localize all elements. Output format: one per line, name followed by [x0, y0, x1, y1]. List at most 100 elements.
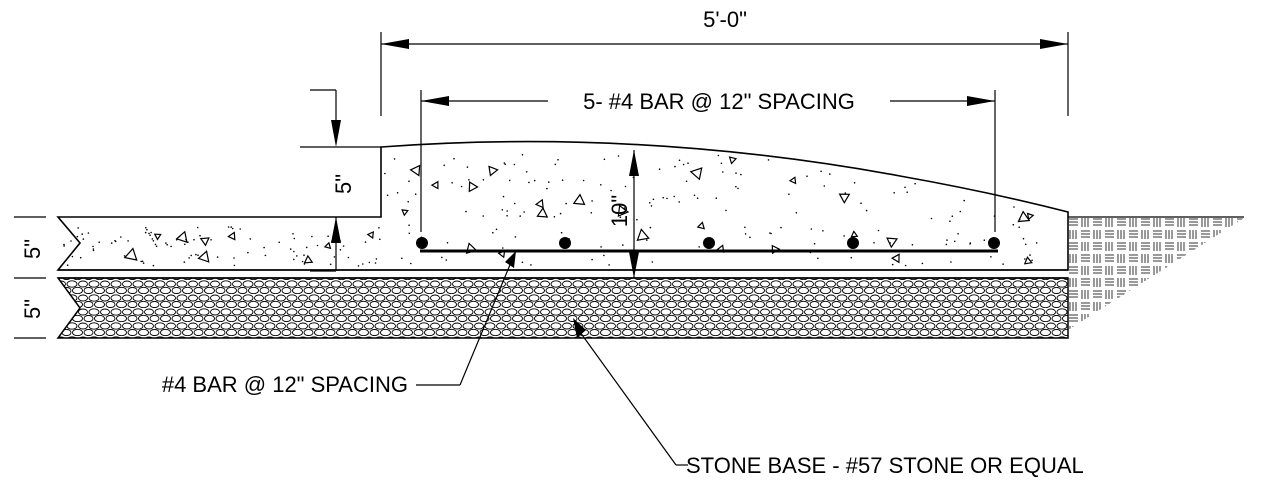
- aggregate-triangle: [890, 253, 900, 264]
- stipple-dot: [770, 232, 772, 235]
- stipple-dot: [87, 232, 90, 234]
- stipple-dot: [519, 215, 521, 217]
- stipple-dot: [548, 181, 550, 183]
- stipple-dot: [893, 192, 895, 194]
- stipple-dot: [523, 211, 525, 213]
- stipple-dot: [501, 209, 504, 211]
- stipple-dot: [82, 238, 85, 240]
- stipple-dot: [767, 159, 770, 161]
- aggregate-triangle: [409, 164, 421, 177]
- stipple-dot: [502, 195, 505, 198]
- stipple-dot: [293, 250, 295, 253]
- stipple-dot: [636, 218, 638, 221]
- stipple-dot: [508, 179, 511, 182]
- stipple-dot: [503, 162, 506, 164]
- stipple-dot: [559, 212, 562, 215]
- stipple-dot: [513, 163, 516, 166]
- stipple-dot: [303, 263, 306, 265]
- stone-base: [56, 277, 1069, 339]
- stipple-dot: [393, 158, 396, 160]
- step-height-dimension: 5": [300, 89, 381, 272]
- stipple-dot: [603, 158, 606, 161]
- stipple-dot: [247, 251, 249, 254]
- stipple-dot: [853, 182, 856, 184]
- aggregate-triangle: [153, 233, 162, 241]
- stipple-dot: [946, 239, 948, 241]
- stipple-dot: [66, 264, 69, 267]
- stipple-dot: [591, 258, 593, 261]
- stipple-dot: [77, 227, 79, 229]
- aggregate-triangle: [886, 237, 899, 249]
- stipple-dot: [749, 236, 751, 239]
- aggregate-triangle: [1026, 212, 1035, 221]
- stipple-dot: [521, 261, 524, 264]
- stipple-dot: [414, 193, 417, 195]
- stipple-dot: [820, 170, 822, 173]
- stipple-dot: [357, 265, 360, 267]
- stipple-dot: [144, 231, 147, 234]
- stipple-dot: [715, 197, 718, 199]
- stipple-dot: [1022, 237, 1025, 240]
- stipple-dot: [63, 243, 65, 246]
- stipple-dot: [735, 172, 737, 174]
- stipple-dot: [533, 179, 536, 182]
- aggregate-triangle: [303, 254, 314, 264]
- stipple-dot: [678, 159, 681, 162]
- stipple-dot: [530, 264, 532, 266]
- stipple-dot: [822, 230, 824, 232]
- stipple-dot: [650, 205, 653, 207]
- stipple-dot: [216, 256, 219, 258]
- stipple-dot: [196, 226, 199, 229]
- stipple-dot: [725, 209, 727, 212]
- stipple-dot: [528, 181, 530, 184]
- stipple-dot: [554, 163, 557, 166]
- stipple-dot: [342, 245, 345, 247]
- stipple-dot: [98, 241, 100, 243]
- native-soil: [1068, 216, 1244, 330]
- rebar-dot: [559, 237, 571, 249]
- stipple-dot: [891, 263, 894, 266]
- aggregate-triangle: [572, 193, 586, 206]
- stipple-dot: [374, 262, 377, 264]
- rebar-dot: [988, 237, 1000, 249]
- aggregate-triangle: [1017, 210, 1031, 223]
- stipple-dot: [502, 247, 504, 249]
- left-thickness-dimensions: 5" 5": [14, 216, 46, 339]
- stipple-dot: [513, 202, 516, 205]
- stone-callout-label: STONE BASE - #57 STONE OR EQUAL: [686, 453, 1084, 478]
- stipple-dot: [460, 185, 463, 188]
- stipple-dot: [408, 224, 410, 226]
- stipple-dot: [696, 197, 699, 199]
- stipple-dot: [624, 185, 627, 188]
- stipple-dot: [740, 173, 742, 176]
- stipple-dot: [717, 154, 720, 157]
- stipple-dot: [930, 217, 933, 220]
- stipple-dot: [957, 233, 959, 235]
- stipple-dot: [914, 182, 916, 185]
- slab-outline: [56, 140, 1069, 271]
- stipple-dot: [264, 254, 267, 257]
- bar-spacing-dimension: 5- #4 BAR @ 12" SPACING: [420, 89, 996, 232]
- stipple-dot: [722, 171, 724, 173]
- stipple-dot: [844, 192, 847, 194]
- stipple-dot: [769, 232, 771, 234]
- stipple-dot: [329, 263, 332, 266]
- stipple-dot: [687, 162, 689, 164]
- stipple-dot: [806, 175, 808, 177]
- stipple-dot: [506, 215, 508, 217]
- aggregate-triangle: [689, 167, 703, 181]
- stipple-dot: [582, 179, 585, 182]
- aggregate-triangle: [696, 221, 706, 230]
- aggregate-triangle: [636, 228, 650, 241]
- stipple-dot: [525, 171, 528, 173]
- stipple-dot: [401, 257, 403, 260]
- stipple-dot: [744, 233, 747, 235]
- stipple-dot: [693, 194, 696, 197]
- aggregate-triangle: [838, 193, 851, 204]
- slab-thickness-label: 10": [607, 195, 632, 227]
- stipple-dot: [622, 244, 624, 246]
- stipple-dot: [600, 184, 602, 186]
- stipple-dot: [1002, 263, 1004, 265]
- aggregate-triangle: [1023, 256, 1033, 265]
